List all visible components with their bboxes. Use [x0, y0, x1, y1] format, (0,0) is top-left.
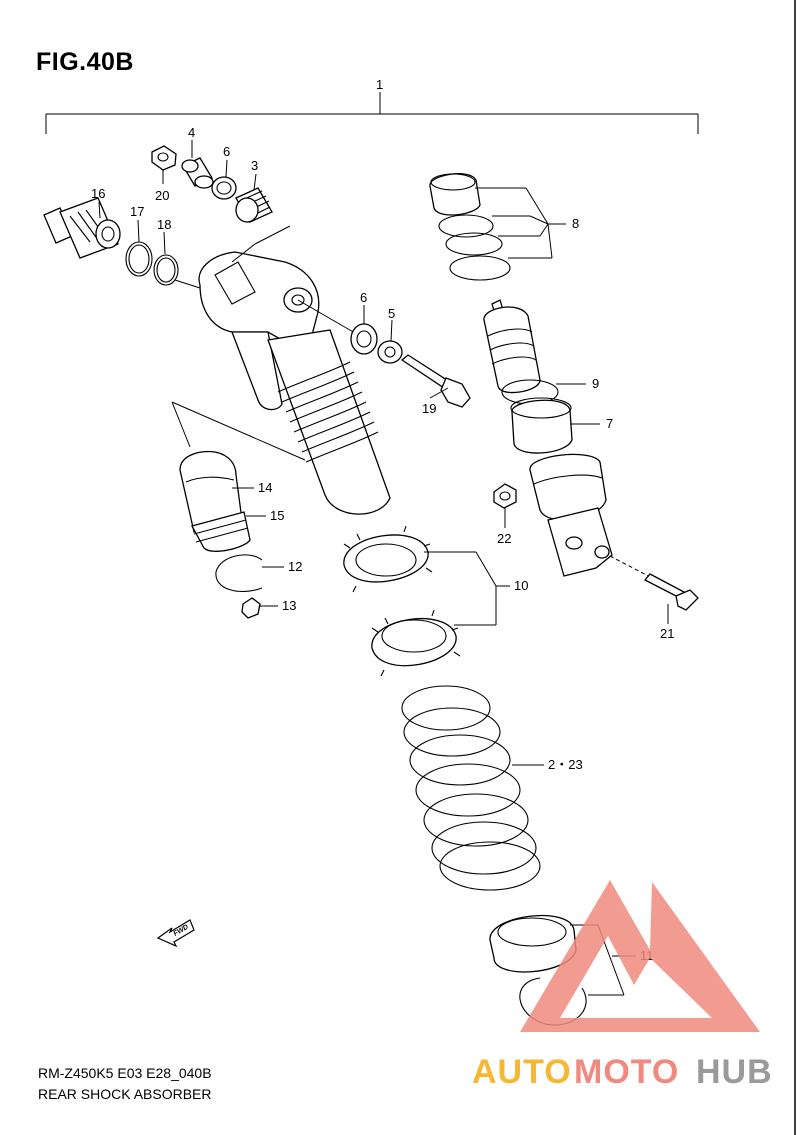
- callout-16: 16: [91, 186, 105, 201]
- part-15-cap: [191, 511, 251, 552]
- callout-1: 1: [376, 77, 383, 92]
- callout-7: 7: [606, 416, 613, 431]
- callout-6-lower: 6: [360, 290, 367, 305]
- part-19-bolt: [400, 354, 471, 408]
- callout-19: 19: [422, 401, 436, 416]
- callout-2-23: 2・23: [548, 757, 583, 772]
- part-14-bladder: [179, 450, 243, 533]
- watermark-hub: HUB: [696, 1053, 773, 1091]
- part-4-collar: [181, 157, 214, 189]
- callout-14: 14: [258, 480, 272, 495]
- part-lower-clevis: [529, 453, 613, 577]
- callout-9: 9: [592, 376, 599, 391]
- part-22-nut: [493, 483, 517, 509]
- callout-8: 8: [572, 216, 579, 231]
- callout-21: 21: [660, 626, 674, 641]
- callout-22: 22: [497, 531, 511, 546]
- footer-name: REAR SHOCK ABSORBER: [38, 1086, 212, 1102]
- callout-3: 3: [251, 158, 258, 173]
- callout-labels: 1 4 6 3 20 16 17 18 8 6 5 9 19 7 14 15 2…: [91, 77, 674, 963]
- watermark-auto: AUTO: [472, 1053, 572, 1091]
- callout-15: 15: [270, 508, 284, 523]
- part-18-oring: [153, 254, 179, 286]
- watermark-moto: MOTO: [574, 1053, 679, 1091]
- fwd-arrow: FWD: [156, 919, 195, 948]
- watermark-logo: [520, 880, 760, 1032]
- part-8-rings: [429, 173, 511, 281]
- part-5-washer: [377, 340, 403, 364]
- part-3-bearing: [235, 187, 273, 223]
- part-13-cap: [241, 597, 261, 619]
- part-20-nut: [151, 145, 177, 171]
- watermark-text: AUTO MOTO HUB: [472, 1053, 773, 1091]
- callout-17: 17: [130, 204, 144, 219]
- part-7-cup: [510, 397, 573, 454]
- part-piston-rod: [483, 299, 541, 394]
- callout-10: 10: [514, 578, 528, 593]
- leader-lines: [98, 140, 669, 996]
- part-2-spring: [401, 685, 541, 891]
- shock-body: [171, 225, 391, 515]
- part-6-seal-upper: [211, 176, 237, 200]
- part-17-oring: [125, 241, 153, 277]
- body-ribs: [277, 361, 379, 463]
- part-6-seal-lower: [350, 323, 378, 355]
- callout-6-upper: 6: [223, 144, 230, 159]
- callout-20: 20: [155, 188, 169, 203]
- part-12-circlip: [215, 554, 263, 592]
- callout-5: 5: [388, 306, 395, 321]
- part-10-locknuts: [343, 525, 461, 677]
- part-16-valve: [43, 197, 121, 259]
- callout-13: 13: [282, 598, 296, 613]
- footer-code: RM-Z450K5 E03 E28_040B: [38, 1065, 212, 1081]
- callout-18: 18: [157, 217, 171, 232]
- callout-4: 4: [188, 125, 195, 140]
- figure-title: FIG.40B: [36, 48, 134, 76]
- assembly-bracket: [45, 92, 699, 134]
- part-21-bolt: [609, 555, 699, 611]
- callout-12: 12: [288, 559, 302, 574]
